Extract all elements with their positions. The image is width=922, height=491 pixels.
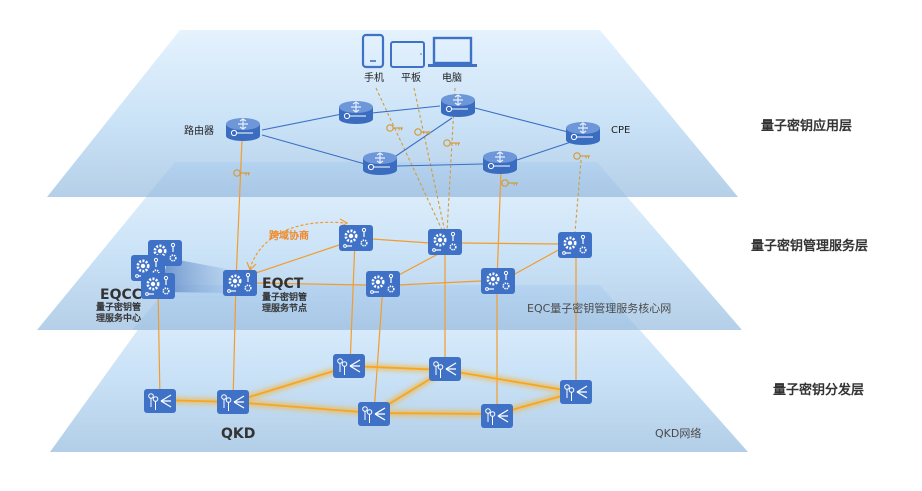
computer-label: 电脑 [442, 71, 462, 84]
laptop-icon[interactable] [428, 36, 477, 67]
management-node-icon[interactable] [337, 223, 375, 253]
eqct-subtitle-2: 理服务节点 [262, 302, 307, 314]
router-icon[interactable] [338, 100, 374, 125]
cpe-label: CPE [611, 125, 630, 136]
eqct-subtitle-1: 量子密钥管 [262, 291, 307, 303]
management-layer-label: 量子密钥管理服务层 [751, 238, 868, 254]
qkd-node-icon[interactable] [428, 356, 462, 382]
application-layer-label: 量子密钥应用层 [761, 118, 852, 134]
qkd-node-icon[interactable] [559, 379, 593, 405]
router-icon[interactable] [225, 117, 261, 142]
qkd-node-icon[interactable] [216, 389, 250, 415]
management-node-icon[interactable] [556, 230, 594, 260]
qkd-label: QKD [221, 426, 255, 442]
tablet-label: 平板 [401, 71, 421, 84]
distribution-layer-label: 量子密钥分发层 [773, 382, 864, 398]
qkd-node-icon[interactable] [357, 401, 391, 427]
eqct-node-icon[interactable] [221, 268, 259, 298]
management-node-icon[interactable] [426, 227, 464, 257]
management-links [249, 238, 563, 286]
eqcc-node-icon[interactable] [139, 271, 177, 301]
eqcc-subtitle-1: 量子密钥管 [96, 301, 141, 313]
router-links [261, 105, 578, 167]
eqcc-eqct-beam [160, 258, 232, 293]
router-icon[interactable] [362, 151, 398, 176]
router-icon[interactable] [440, 93, 476, 118]
cpe-router-icon[interactable] [565, 121, 601, 146]
router-label: 路由器 [184, 124, 214, 137]
eqcc-subtitle-2: 理服务中心 [96, 312, 141, 324]
phone-icon[interactable] [361, 33, 385, 69]
tablet-icon[interactable] [390, 41, 425, 68]
distribution-network-label: QKD网络 [655, 426, 701, 440]
cross-domain-arrow [249, 221, 346, 270]
management-network-label: EQC量子密钥管理服务核心网 [527, 301, 671, 315]
cross-layer-links [157, 139, 577, 414]
qkd-node-icon[interactable] [143, 388, 177, 414]
distribution-plane-overlap [132, 285, 639, 330]
management-node-icon[interactable] [364, 269, 402, 299]
cross-domain-label: 跨域协商 [269, 229, 309, 242]
application-layer-plane [47, 30, 738, 197]
eqct-title: EQCT [262, 276, 304, 292]
qkd-node-icon[interactable] [480, 403, 514, 429]
router-icon[interactable] [482, 150, 518, 175]
phone-label: 手机 [364, 71, 384, 84]
eqcc-title: EQCC [100, 287, 142, 303]
qkd-node-icon[interactable] [332, 353, 366, 379]
management-node-icon[interactable] [479, 266, 517, 296]
